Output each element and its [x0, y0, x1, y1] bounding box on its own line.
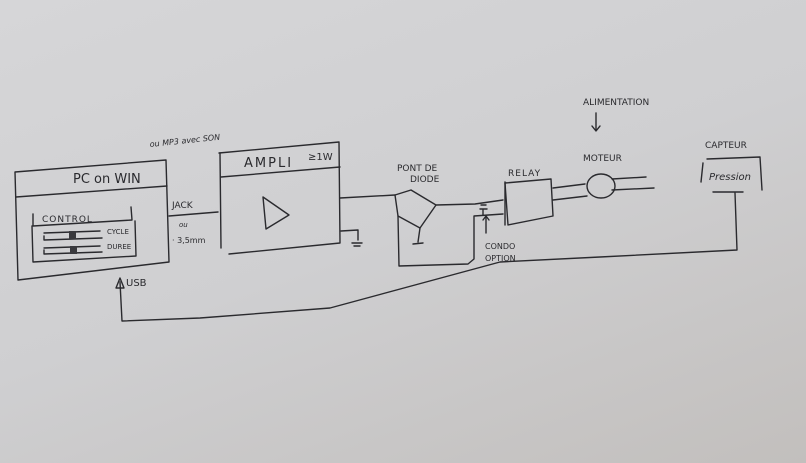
slider-cycle[interactable]: CYCLE: [43, 228, 129, 241]
diode-bridge: PONT DE DIODE CONDO OPTION: [394, 164, 516, 267]
slider-duree[interactable]: DUREE: [43, 243, 131, 255]
ampli-title: AMPLI: [244, 156, 293, 171]
alimentation-label: ALIMENTATION: [583, 98, 649, 108]
motor-circle-icon: [586, 173, 616, 199]
slider-thumb[interactable]: [69, 231, 76, 239]
sensor-inner: Pression: [709, 172, 751, 183]
usb-wire: [119, 192, 738, 322]
control-panel: CONTROL CYCLE DUREE: [31, 206, 137, 263]
sensor-label: CAPTEUR: [705, 141, 747, 151]
control-title: CONTROL: [42, 215, 93, 225]
usb-arrow-icon: [115, 277, 125, 289]
mp3-annotation: ou MP3 avec SON: [149, 133, 220, 149]
pc-title: PC on WIN: [73, 172, 141, 187]
condo-arrow-icon: [482, 215, 490, 234]
condo-label-1: CONDO: [485, 242, 515, 251]
capacitor-icon: [479, 204, 488, 216]
amplifier-triangle-icon: [262, 196, 290, 230]
slider-thumb[interactable]: [70, 246, 77, 254]
slider-label-cycle: CYCLE: [107, 228, 129, 236]
ampli-block: AMPLI ≥1W: [218, 141, 396, 255]
relay-label: RELAY: [508, 169, 541, 179]
jack-connection: JACK ou · 3,5mm: [168, 201, 219, 245]
sensor-block: CAPTEUR Pression USB: [115, 141, 763, 322]
jack-size-label: · 3,5mm: [172, 236, 206, 245]
motor-label: MOTEUR: [583, 154, 622, 164]
slider-label-duree: DUREE: [107, 243, 131, 251]
down-arrow-icon: [591, 112, 601, 132]
ampli-power: ≥1W: [308, 152, 333, 163]
condo-label-2: OPTION: [485, 254, 516, 263]
pc-block: PC on WIN CONTROL CYCLE DUREE: [14, 159, 170, 281]
usb-label: USB: [126, 278, 147, 289]
motor-block: MOTEUR: [583, 154, 655, 199]
relay-block: RELAY: [504, 169, 588, 226]
jack-ou-label: ou: [179, 221, 188, 229]
jack-label: JACK: [171, 201, 194, 211]
ground-icon: [351, 242, 363, 247]
ground-wire: [340, 229, 359, 241]
alimentation: ALIMENTATION: [583, 98, 649, 132]
bridge-diamond-icon: [394, 189, 437, 229]
bridge-label-2: DIODE: [410, 175, 440, 185]
bridge-label-1: PONT DE: [397, 164, 438, 174]
bridge-ground-icon: [412, 227, 424, 245]
